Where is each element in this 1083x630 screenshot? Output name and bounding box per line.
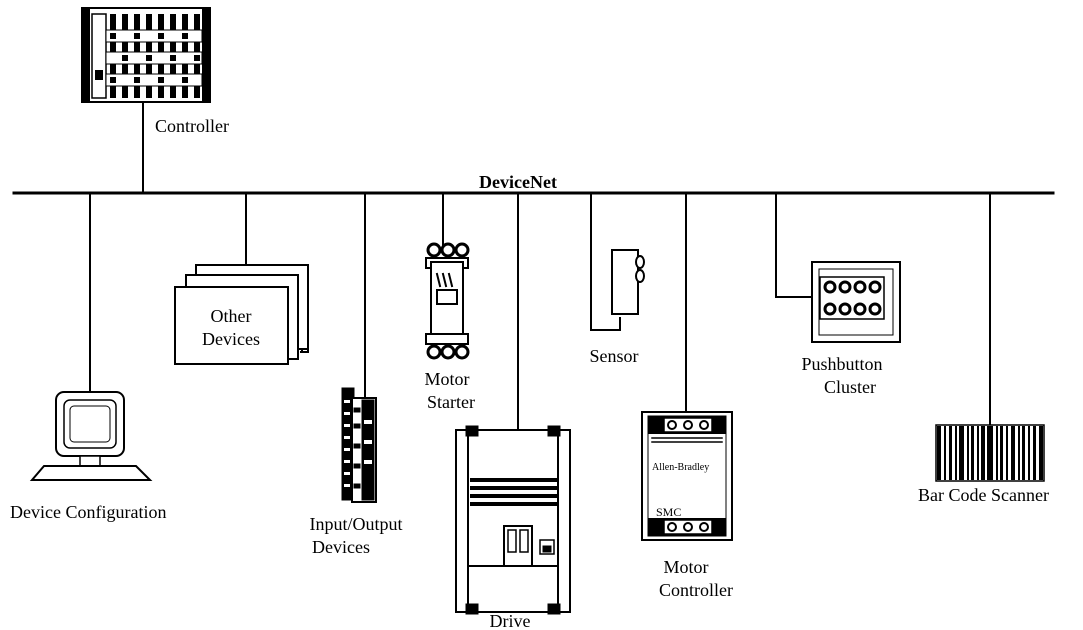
sensor-label: Sensor	[590, 346, 639, 366]
pushbutton-label-1: Pushbutton	[801, 354, 882, 374]
computer-icon	[29, 391, 153, 481]
drop-sensor	[590, 192, 621, 331]
motor-controller-brand: Allen-Bradley	[652, 462, 709, 473]
drop-pushbutton	[775, 192, 813, 298]
motor-starter-label-1: Motor	[425, 369, 470, 389]
barcode-scanner-icon	[935, 424, 1045, 482]
motor-controller-label-1: Motor	[664, 557, 709, 577]
motor-starter-icon	[425, 242, 470, 360]
pushbutton-cluster-icon	[811, 261, 901, 343]
drive-label: Drive	[490, 611, 531, 630]
barcode-scanner-label: Bar Code Scanner	[918, 485, 1049, 505]
devicenet-label: DeviceNet	[479, 172, 557, 192]
io-devices-label-1: Input/Output	[310, 514, 403, 534]
motor-starter-label-2: Starter	[427, 392, 475, 412]
controller-icon	[81, 7, 211, 103]
io-module-icon	[341, 387, 377, 503]
motor-controller-model: SMC	[656, 505, 681, 519]
motor-controller-label-2: Controller	[659, 580, 733, 600]
controller-label: Controller	[155, 116, 229, 136]
other-devices-label-1: Other	[211, 306, 252, 326]
drop-lines	[89, 102, 991, 431]
other-devices-icon	[174, 264, 309, 365]
device-configuration-label: Device Configuration	[10, 502, 166, 522]
sensor-icon	[611, 249, 645, 315]
drive-icon	[455, 425, 571, 615]
other-devices-label-2: Devices	[202, 329, 260, 349]
pushbutton-label-2: Cluster	[824, 377, 876, 397]
io-devices-label-2: Devices	[312, 537, 370, 557]
motor-controller-icon	[641, 411, 733, 541]
